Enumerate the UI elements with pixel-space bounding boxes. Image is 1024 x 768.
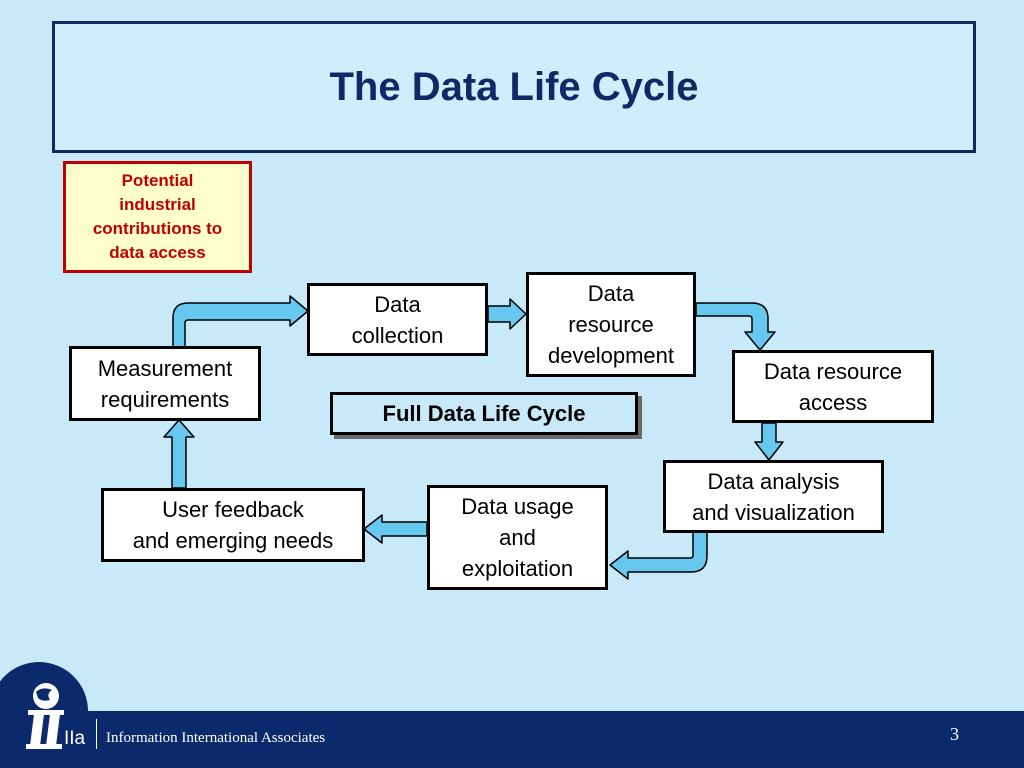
footer-divider — [96, 719, 97, 749]
stage-label: and emerging needs — [132, 528, 334, 553]
arrow-feedback-to-measurement — [163, 419, 195, 489]
stage-label: resource — [568, 312, 654, 337]
stage-label: Data — [587, 281, 635, 306]
arrow-development-to-access — [695, 302, 776, 351]
stage-label: exploitation — [461, 556, 574, 581]
arrow-usage-to-feedback — [363, 514, 428, 544]
full-cycle-label-box: Full Data Life Cycle — [330, 392, 638, 435]
stage-label: access — [798, 389, 868, 415]
footer-abbreviation: IIa — [64, 728, 86, 749]
stage-label: Data analysis — [707, 468, 840, 494]
stage-label: User feedback — [162, 497, 304, 522]
arrow-access-to-analysis — [754, 422, 784, 461]
stage-measurement-requirements: Measurement requirements — [69, 346, 261, 421]
page-number: 3 — [950, 724, 959, 744]
full-cycle-label: Full Data Life Cycle — [382, 400, 586, 426]
stage-data-usage-exploitation: Data usage and exploitation — [427, 485, 608, 590]
stage-data-collection: Data collection — [307, 283, 488, 356]
note-line: industrial — [119, 195, 196, 214]
stage-label: Data usage — [461, 494, 574, 519]
stage-label: Measurement — [97, 355, 233, 381]
slide-title: The Data Life Cycle — [329, 64, 699, 109]
stage-label: collection — [351, 322, 444, 348]
arrow-collection-to-development — [487, 298, 527, 330]
note-box: Potential industrial contributions to da… — [63, 161, 252, 273]
stage-label: requirements — [100, 386, 230, 412]
stage-data-resource-development: Data resource development — [526, 272, 696, 377]
arrow-analysis-to-usage — [609, 531, 708, 580]
stage-user-feedback: User feedback and emerging needs — [101, 488, 365, 562]
globe-logo-icon — [26, 683, 64, 749]
stage-label: Data resource — [763, 358, 903, 384]
title-box: The Data Life Cycle — [52, 21, 976, 153]
arrow-measurement-to-collection — [172, 295, 309, 348]
footer-bar — [0, 711, 1024, 768]
stage-data-analysis-visualization: Data analysis and visualization — [663, 460, 884, 533]
footer-organization: Information International Associates — [106, 730, 326, 746]
stage-label: and — [499, 525, 536, 550]
note-line: data access — [109, 243, 206, 262]
note-line: Potential — [121, 171, 194, 190]
stage-label: Data — [374, 291, 421, 317]
note-line: contributions to — [92, 219, 223, 238]
stage-label: development — [548, 343, 674, 368]
stage-data-resource-access: Data resource access — [732, 350, 934, 423]
stage-label: and visualization — [692, 499, 855, 525]
